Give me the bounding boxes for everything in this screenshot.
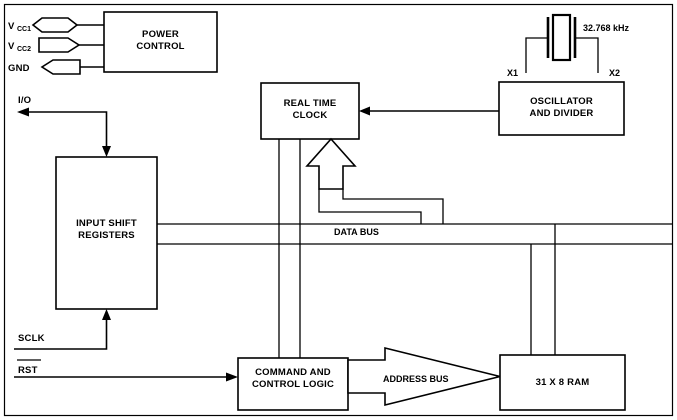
address-bus-label: ADDRESS BUS xyxy=(383,374,449,384)
rtc-label-line1: REAL TIME xyxy=(284,98,337,109)
power-control-label-line1: POWER xyxy=(142,29,179,40)
pin-vcc2-sublabel: CC2 xyxy=(17,46,31,53)
arrowhead-oscillator-to-rtc xyxy=(359,106,370,116)
wire-io-bus xyxy=(27,111,108,150)
wire-feedback-lower xyxy=(318,189,422,224)
block-ram xyxy=(499,354,626,411)
pin-vcc2-label: V xyxy=(8,41,15,52)
arrowhead-io-into-isr xyxy=(102,146,111,157)
hollow-arrow-address-bus xyxy=(347,346,501,407)
hollow-arrow-databus-to-rtc xyxy=(305,137,357,190)
power-control-label-line2: CONTROL xyxy=(136,41,184,52)
terminal-x1-label: X1 xyxy=(507,68,518,78)
ccl-label-line2: CONTROL LOGIC xyxy=(252,379,334,390)
pin-vcc1-sublabel: CC1 xyxy=(17,26,31,33)
wire-crystal-to-x1 xyxy=(525,37,548,73)
wire-crystal-to-x2 xyxy=(575,37,599,73)
isr-label-line1: INPUT SHIFT xyxy=(76,218,137,229)
oscillator-label-line2: AND DIVIDER xyxy=(530,108,594,119)
oscillator-label-line1: OSCILLATOR xyxy=(530,96,593,107)
wire-feedback-upper xyxy=(342,189,444,224)
block-power-control xyxy=(103,11,218,73)
wire-sclk xyxy=(14,316,108,350)
terminal-x2-label: X2 xyxy=(609,68,620,78)
crystal-frequency-label: 32.768 kHz xyxy=(583,23,630,33)
block-oscillator-divider xyxy=(498,81,625,136)
pin-io-label: I/O xyxy=(18,95,31,106)
crystal-body xyxy=(551,13,572,62)
pin-rst-label: RST xyxy=(18,365,38,376)
pin-gnd-label: GND xyxy=(8,63,30,74)
ram-label: 31 X 8 RAM xyxy=(536,377,590,388)
diagram-frame xyxy=(3,3,674,417)
pin-vcc1-label: V xyxy=(8,21,15,32)
arrowhead-io-out xyxy=(17,107,29,117)
arrowhead-sclk-into-isr xyxy=(102,309,111,320)
block-real-time-clock xyxy=(260,82,360,140)
arrowhead-rst-into-ccl xyxy=(226,372,238,382)
pin-sclk-label: SCLK xyxy=(18,333,45,344)
pin-vcc2-symbol xyxy=(38,37,81,53)
block-command-control-logic xyxy=(237,357,349,411)
rtc-label-line2: CLOCK xyxy=(293,110,328,121)
data-bus-label: DATA BUS xyxy=(334,227,379,237)
pin-vcc1-symbol xyxy=(31,17,79,33)
ccl-label-line1: COMMAND AND xyxy=(255,367,331,378)
pin-gnd-symbol xyxy=(40,59,81,75)
isr-label-line2: REGISTERS xyxy=(78,230,135,241)
